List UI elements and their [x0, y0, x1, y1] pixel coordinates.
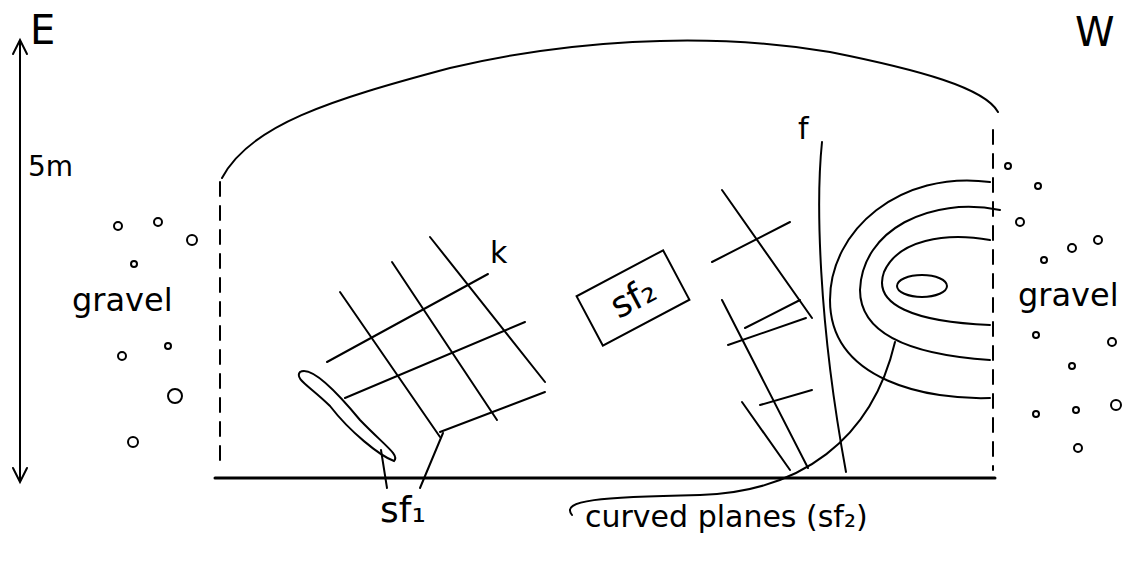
direction-label: W: [1075, 10, 1115, 54]
scale-label: 5m: [28, 152, 73, 183]
box-text: sf₂: [603, 270, 662, 326]
unit-label: gravel: [72, 283, 173, 318]
structure-box: sf₂: [575, 249, 691, 347]
joint-label: k: [490, 236, 507, 269]
direction-label: E: [30, 8, 55, 52]
unit-label: gravel: [1018, 278, 1119, 313]
callout-label: curved planes (sf₂): [585, 500, 868, 533]
fault-label: f: [798, 112, 809, 145]
foliation-label: sf₁: [380, 490, 426, 530]
